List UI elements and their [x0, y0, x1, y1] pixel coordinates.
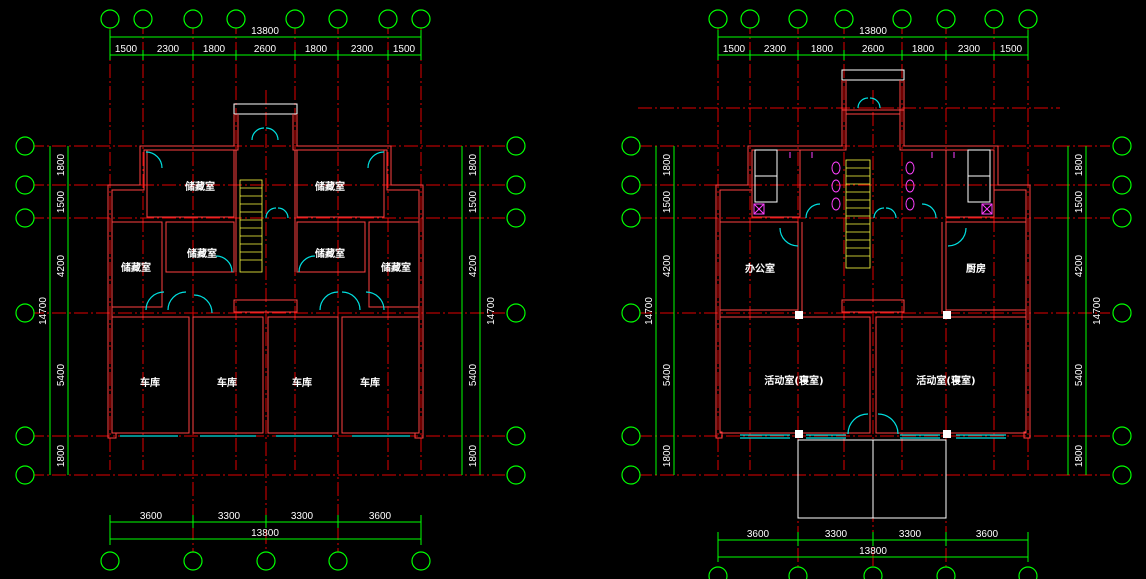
stair: [239, 179, 263, 273]
dim-left-5: 1800: [56, 444, 67, 467]
upper-floor-plan: 13800 1500 2300 1800 2600 1800 2300 1500…: [621, 9, 1132, 579]
dim-right-1: 1800: [468, 153, 479, 176]
dim-top-2: 2300: [764, 44, 787, 55]
dim-top-5: 1800: [305, 44, 328, 55]
ground-floor-plan: 13800 1500 2300 1800 2600 1800 2300 1500…: [15, 9, 526, 571]
walls: [107, 103, 424, 439]
room-label: 储藏室: [380, 261, 411, 274]
axis-lines-vertical: [109, 20, 422, 560]
axis-bubbles: [15, 9, 526, 571]
dim-top-6: 2300: [351, 44, 374, 55]
dim-top-3: 1800: [203, 44, 226, 55]
dim-top-7: 1500: [393, 44, 416, 55]
stair: [845, 159, 871, 269]
dim-right-2: 1500: [468, 190, 479, 213]
dim-top-3: 1800: [811, 44, 834, 55]
axis-bubbles: [621, 9, 1132, 579]
dim-right-5: 1800: [468, 444, 479, 467]
dim-bottom-2: 3300: [218, 511, 241, 522]
room-label: 储藏室: [314, 247, 345, 260]
dim-bottom-1: 3600: [747, 529, 770, 540]
dim-top-4: 2600: [254, 44, 277, 55]
room-label: 储藏室: [314, 180, 345, 193]
dim-bottom-4: 3600: [976, 529, 999, 540]
room-label: 储藏室: [186, 247, 217, 260]
dim-left-1: 1800: [662, 153, 673, 176]
dim-top-5: 1800: [912, 44, 935, 55]
dim-left-5: 1800: [662, 444, 673, 467]
room-label: 活动室(寝室): [764, 374, 823, 387]
dimension-chain-top: 13800 1500 2300 1800 2600 1800 2300 1500: [109, 26, 422, 60]
room-labels: 储藏室 储藏室 储藏室 储藏室 储藏室 储藏室 车库 车库 车库 车库: [120, 180, 411, 389]
dim-left-4: 5400: [662, 363, 673, 386]
room-label: 储藏室: [120, 261, 151, 274]
room-label: 活动室(寝室): [916, 374, 975, 387]
room-label: 车库: [140, 376, 160, 389]
axis-lines-horizontal: [30, 145, 505, 476]
dimension-chain-top: 13800 1500 2300 1800 2600 1800 2300 1500: [717, 26, 1029, 60]
dim-left-1: 1800: [56, 153, 67, 176]
room-label: 储藏室: [184, 180, 215, 193]
dimension-chain-right: 1800 1500 4200 5400 1800 14700: [1067, 146, 1103, 475]
dim-top-7: 1500: [1000, 44, 1023, 55]
windows: [740, 434, 1006, 439]
dim-top-total: 13800: [251, 26, 279, 37]
dim-bottom-3: 3300: [899, 529, 922, 540]
dim-top-1: 1500: [115, 44, 138, 55]
dim-bottom-total: 13800: [859, 546, 887, 557]
dim-right-4: 5400: [468, 363, 479, 386]
dimension-chain-left: 1800 1500 4200 5400 1800 14700: [38, 146, 69, 475]
dim-bottom-4: 3600: [369, 511, 392, 522]
dimension-chain-bottom: 3600 3300 3300 3600 13800: [717, 529, 1029, 562]
dim-left-total: 14700: [644, 297, 655, 325]
door-swings: [145, 127, 385, 314]
dimension-chain-left: 1800 1500 4200 5400 1800 14700: [644, 146, 675, 475]
room-label: 车库: [360, 376, 380, 389]
axis-lines-horizontal: [638, 107, 1110, 476]
room-label: 厨房: [966, 262, 986, 275]
room-label: 车库: [217, 376, 237, 389]
dim-right-1: 1800: [1074, 153, 1085, 176]
dim-top-2: 2300: [157, 44, 180, 55]
dim-top-6: 2300: [958, 44, 981, 55]
dim-left-4: 5400: [56, 363, 67, 386]
dim-left-total: 14700: [38, 297, 49, 325]
door-swings: [779, 97, 967, 435]
dim-right-4: 5400: [1074, 363, 1085, 386]
dim-left-2: 1500: [56, 190, 67, 213]
dimension-chain-bottom: 3600 3300 3300 3600 13800: [109, 511, 422, 545]
dim-right-2: 1500: [1074, 190, 1085, 213]
dim-top-4: 2600: [862, 44, 885, 55]
room-label: 办公室: [745, 262, 775, 275]
dim-right-3: 4200: [1074, 254, 1085, 277]
dim-bottom-3: 3300: [291, 511, 314, 522]
room-label: 车库: [292, 376, 312, 389]
dim-right-total: 14700: [1092, 297, 1103, 325]
bathroom-fixtures: [753, 149, 993, 215]
dim-left-3: 4200: [662, 254, 673, 277]
dim-left-3: 4200: [56, 254, 67, 277]
dim-left-2: 1500: [662, 190, 673, 213]
dim-bottom-total: 13800: [251, 528, 279, 539]
walls: [715, 69, 1031, 439]
dim-top-total: 13800: [859, 26, 887, 37]
dim-right-3: 4200: [468, 254, 479, 277]
dimension-chain-right: 1800 1500 4200 5400 1800 14700: [461, 146, 497, 475]
balcony: [797, 439, 947, 519]
dim-top-1: 1500: [723, 44, 746, 55]
dim-bottom-1: 3600: [140, 511, 163, 522]
room-labels: 办公室 厨房 活动室(寝室) 活动室(寝室): [745, 262, 986, 387]
dim-right-5: 1800: [1074, 444, 1085, 467]
dim-bottom-2: 3300: [825, 529, 848, 540]
dim-right-total: 14700: [486, 297, 497, 325]
